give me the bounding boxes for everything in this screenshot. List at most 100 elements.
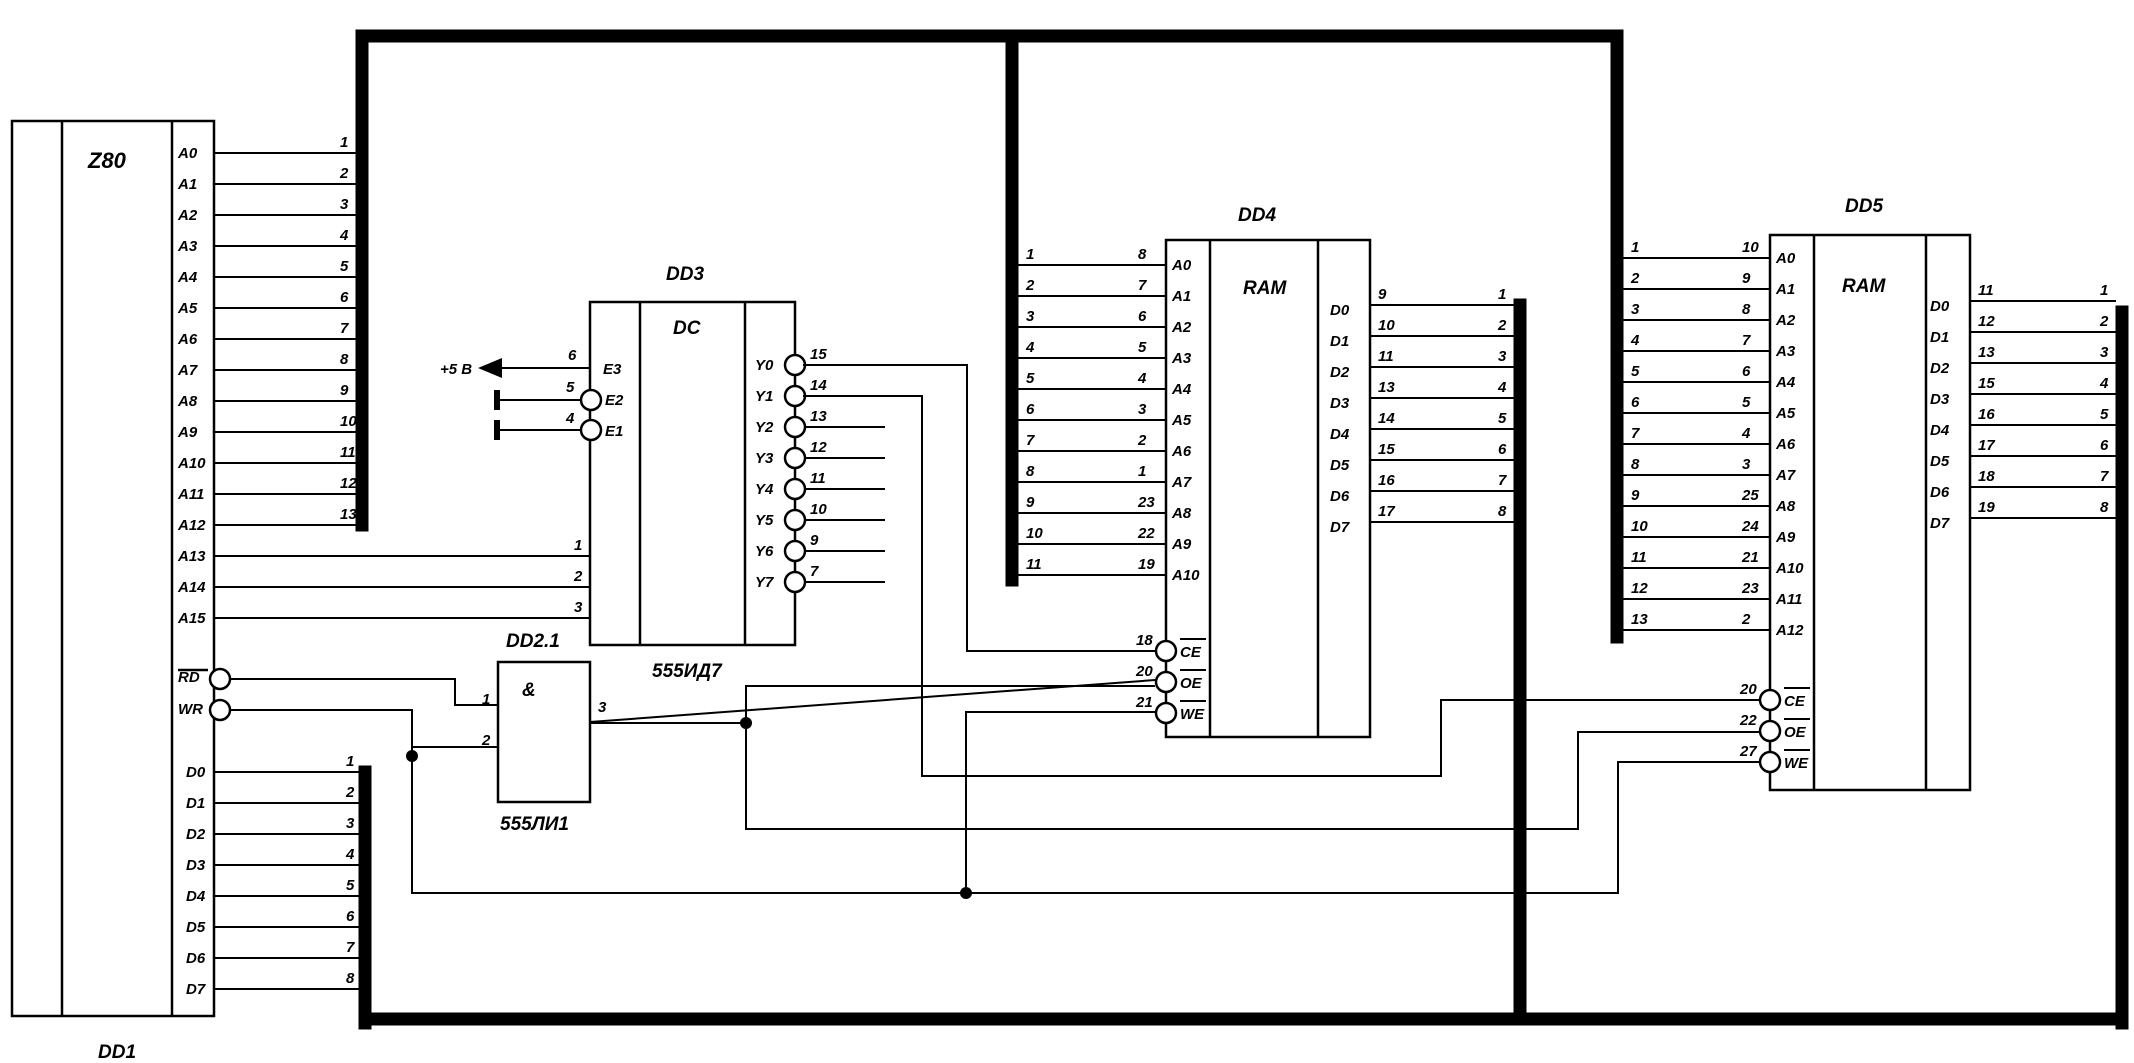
ram-address-bus-number: 11 xyxy=(1026,556,1042,573)
ram-data-bus-number: 5 xyxy=(2100,406,2109,423)
data-bus-number: 4 xyxy=(345,846,355,863)
ram-data-pin-number: 19 xyxy=(1978,499,1995,516)
ram-address-pin-label: A0 xyxy=(1775,250,1796,267)
ram-data-bus-number: 2 xyxy=(2099,313,2109,330)
ram-address-pin-number: 8 xyxy=(1138,246,1147,263)
dd1-wr-pin-label: WR xyxy=(178,701,203,718)
ram-data-bus-number: 6 xyxy=(2100,437,2109,454)
ram-address-bus-number: 7 xyxy=(1026,432,1035,449)
ram-address-bus-number: 3 xyxy=(1631,301,1640,318)
ram-address-pin-number: 7 xyxy=(1138,277,1147,294)
dd1-ref-label: DD1 xyxy=(98,1042,136,1063)
dd3-e3-label: E3 xyxy=(603,361,622,378)
ram-address-pin-label: A8 xyxy=(1171,505,1192,522)
ram-control-pin-number: 21 xyxy=(1135,694,1153,711)
supply-label: +5 В xyxy=(440,361,472,378)
dd1-rd-bubble xyxy=(208,667,232,691)
dd1-addr-pin-label: A3 xyxy=(177,238,198,255)
dd3-addr-num: 1 xyxy=(574,537,582,554)
ram-address-pin-label: A3 xyxy=(1775,343,1796,360)
ram-control-bubble xyxy=(1154,639,1178,663)
dd1-addr-pin-label: A2 xyxy=(177,207,198,224)
ram-data-pin-label: D7 xyxy=(1330,519,1350,536)
ram-data-pin-label: D1 xyxy=(1930,329,1949,346)
ram-address-bus-number: 4 xyxy=(1025,339,1035,356)
address-bus-number: 13 xyxy=(340,506,357,523)
dd2-ref-label: DD2.1 xyxy=(506,631,560,652)
ram-address-pin-number: 6 xyxy=(1742,363,1751,380)
data-bus-number: 2 xyxy=(345,784,355,801)
dd3-enable-inputs: +5 В E3 6 E2 5 E1 4 xyxy=(440,347,624,442)
dd3-addr-num: 2 xyxy=(573,568,583,585)
dd3-out-pin-label: Y4 xyxy=(755,481,774,498)
dd1-addr-pin-label: A12 xyxy=(177,517,206,534)
dd1-chip: Z80 DD1 xyxy=(10,119,216,1063)
ram-address-bus-number: 9 xyxy=(1026,494,1035,511)
ram-address-bus-number: 1 xyxy=(1631,239,1639,256)
ram-address-bus-number: 6 xyxy=(1026,401,1035,418)
ram-address-bus-number: 5 xyxy=(1631,363,1640,380)
dd4-type-label: RAM xyxy=(1243,278,1287,299)
dd1-high-pin-label: A15 xyxy=(177,610,206,627)
ram-address-pin-number: 22 xyxy=(1137,525,1155,542)
ram-data-pin-label: D0 xyxy=(1930,298,1950,315)
dd1-high-address-pins: A131A0A142A1A153A1 xyxy=(177,537,623,627)
dd3-e3-num: 6 xyxy=(568,347,577,364)
dd1-addr-pin-label: A9 xyxy=(177,424,198,441)
ram-data-pin-label: D3 xyxy=(1930,391,1950,408)
ram-data-pin-number: 16 xyxy=(1978,406,1995,423)
dd3-out-bubble xyxy=(783,539,807,563)
dd5-ref-label: DD5 xyxy=(1845,196,1883,217)
data-bus-number: 7 xyxy=(346,939,355,956)
ram-address-bus-number: 11 xyxy=(1631,549,1647,566)
address-bus-number: 9 xyxy=(340,382,349,399)
ram-data-pin-label: D2 xyxy=(1930,360,1950,377)
ram-control-bubble xyxy=(1758,719,1782,743)
ram-address-pin-label: A1 xyxy=(1775,281,1795,298)
dd1-data-pin-label: D2 xyxy=(186,826,206,843)
ram-data-pin-label: D7 xyxy=(1930,515,1950,532)
dd3-out-bubble xyxy=(783,353,807,377)
data-bus-number: 5 xyxy=(346,877,355,894)
dd2-gate: & DD2.1 555ЛИ1 1 2 3 xyxy=(481,631,607,835)
ram-address-pin-label: A6 xyxy=(1171,443,1192,460)
ram-data-pin-number: 16 xyxy=(1378,472,1395,489)
ram-data-pin-number: 12 xyxy=(1978,313,1995,330)
dd3-out-pin-label: Y2 xyxy=(755,419,774,436)
dd3-out-bubble xyxy=(783,446,807,470)
address-bus-number: 10 xyxy=(340,413,357,430)
dd1-addr-pin-label: A8 xyxy=(177,393,198,410)
ram-address-pin-label: A7 xyxy=(1775,467,1796,484)
ram-control-pin-label: CE xyxy=(1784,693,1806,710)
ram-data-bus-number: 4 xyxy=(1497,379,1507,396)
ram-data-pin-label: D2 xyxy=(1330,364,1350,381)
dd3-out-bubble xyxy=(783,384,807,408)
dd2-in2-num: 2 xyxy=(481,732,491,749)
dd1-rd-pin-label: RD xyxy=(178,669,200,686)
address-bus-number: 7 xyxy=(340,320,349,337)
dd4-ref-label: DD4 xyxy=(1238,205,1276,226)
dd1-address-pins: A01A12A23A34A45A56A67A78A89A910A1011A111… xyxy=(177,134,358,534)
ram-address-pin-label: A7 xyxy=(1171,474,1192,491)
dd1-type-label: Z80 xyxy=(87,148,127,173)
ram-address-pin-number: 8 xyxy=(1742,301,1751,318)
ram-address-pin-label: A8 xyxy=(1775,498,1796,515)
ram-address-bus-number: 10 xyxy=(1026,525,1043,542)
ram-address-bus-number: 8 xyxy=(1631,456,1640,473)
ram-control-bubble xyxy=(1154,670,1178,694)
ram-data-bus-number: 5 xyxy=(1498,410,1507,427)
ram-address-pin-label: A2 xyxy=(1171,319,1192,336)
ram-address-pin-number: 19 xyxy=(1138,556,1155,573)
dd3-out-pin-label: Y7 xyxy=(755,574,774,591)
dd3-out-pin-label: Y6 xyxy=(755,543,774,560)
dd3-out-num: 11 xyxy=(810,470,826,487)
ram-data-pin-number: 17 xyxy=(1978,437,1995,454)
dd1-data-pin-label: D6 xyxy=(186,950,206,967)
ram-data-bus-number: 3 xyxy=(1498,348,1507,365)
junction-dot xyxy=(740,717,752,729)
dd1-data-pin-label: D5 xyxy=(186,919,206,936)
